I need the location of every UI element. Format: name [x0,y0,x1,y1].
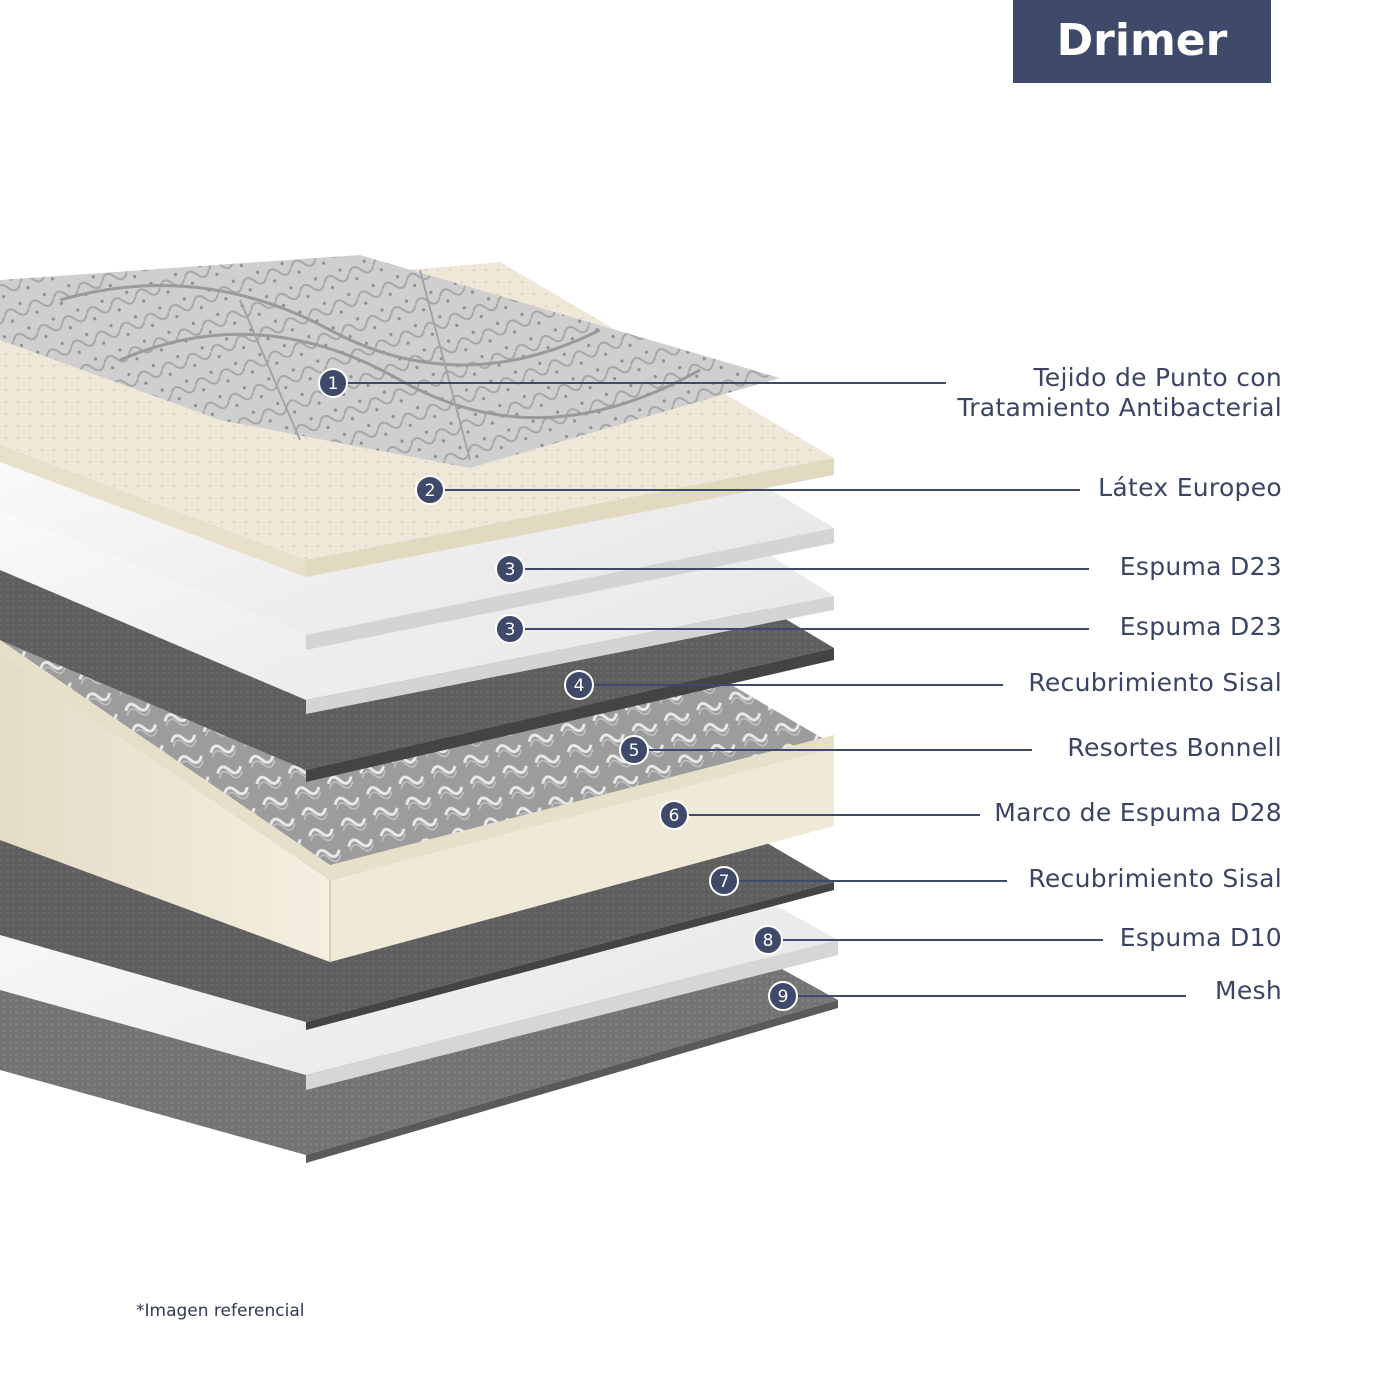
layer-number-text: 5 [629,741,640,761]
callouts: 1 2 3 3 4 5 6 7 8 9 [318,368,1186,1011]
layer-number-text: 2 [425,481,436,501]
layer-label-line: Tejido de Punto con [1033,363,1282,392]
layer-label-line: Espuma D23 [1119,612,1282,641]
layer-number-text: 6 [669,806,680,826]
layer-number-badge [709,866,739,896]
layer-label: Látex Europeo [1098,473,1282,503]
layer-number-text: 3 [505,620,516,640]
layer-label: Mesh [1215,976,1282,1006]
layer-label-line: Tratamiento Antibacterial [957,393,1282,422]
layer-label: Recubrimiento Sisal [1028,864,1282,894]
layer-number-badge [415,475,445,505]
layer-number-badge [564,670,594,700]
layer-number-text: 1 [328,374,339,394]
layer-number-badge [318,368,348,398]
layer-label-line: Espuma D10 [1119,923,1282,952]
layer-number-badge [495,554,525,584]
layer-label-line: Recubrimiento Sisal [1028,668,1282,697]
layer-label: Espuma D23 [1120,552,1282,582]
layer-label-line: Marco de Espuma D28 [994,798,1282,827]
layer-number-text: 8 [763,931,774,951]
brand-logo-text: Drimer [1056,15,1228,66]
layer-label: Resortes Bonnell [1067,733,1282,763]
layer-label: Espuma D10 [1120,923,1282,953]
layer-label-line: Resortes Bonnell [1067,733,1282,762]
layer-number-badge [753,925,783,955]
layer-label-line: Recubrimiento Sisal [1028,864,1282,893]
layer-label: Marco de Espuma D28 [994,798,1282,828]
layer-label: Recubrimiento Sisal [1028,668,1282,698]
layer-number-text: 9 [778,987,789,1007]
layer-number-badge [768,981,798,1011]
footnote: *Imagen referencial [136,1301,305,1321]
layer-number-badge [495,614,525,644]
layer-number-text: 3 [505,560,516,580]
layer-knit-fabric [0,255,780,468]
layer-label-line: Espuma D23 [1119,552,1282,581]
layer-label-line: Látex Europeo [1098,473,1282,502]
layer-label-line: Mesh [1214,976,1282,1005]
brand-logo: Drimer [1013,0,1271,83]
layer-label: Espuma D23 [1120,612,1282,642]
layer-number-badge [619,735,649,765]
layer-number-text: 4 [574,676,585,696]
layer-number-text: 7 [719,872,730,892]
layer-number-badge [659,800,689,830]
